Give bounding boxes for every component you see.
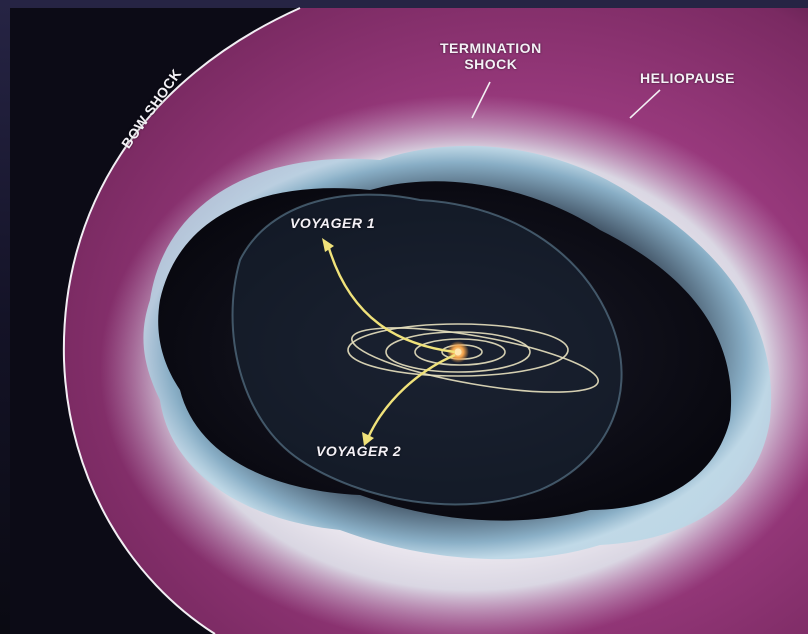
voyager1-label: VOYAGER 1 — [290, 215, 375, 231]
sun — [455, 349, 462, 356]
termination-shock-label-line1: TERMINATION — [440, 40, 542, 56]
heliopause-label: HELIOPAUSE — [640, 70, 735, 86]
termination-shock-label: TERMINATION SHOCK — [440, 40, 542, 72]
termination-shock-label-line2: SHOCK — [440, 56, 542, 72]
voyager2-label: VOYAGER 2 — [316, 443, 401, 459]
